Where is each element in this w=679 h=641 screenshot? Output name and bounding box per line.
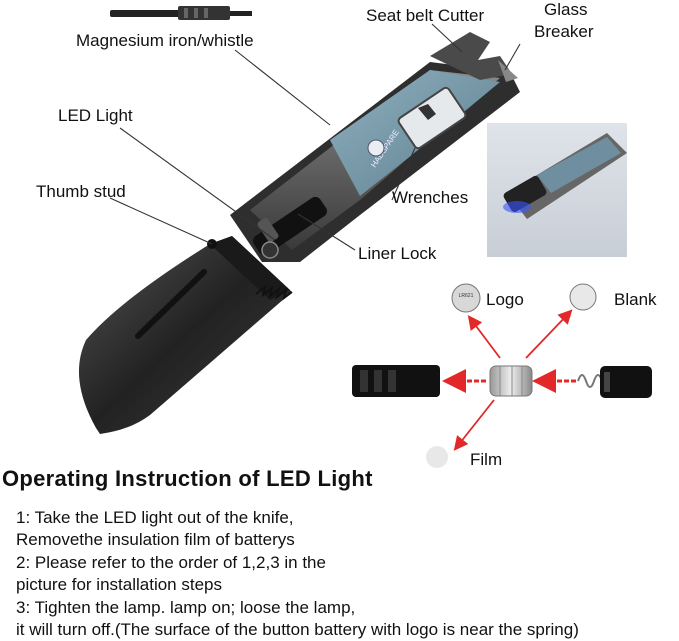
label-logo: Logo	[486, 290, 524, 309]
instruction-line: it will turn off.(The surface of the but…	[16, 620, 579, 640]
instruction-heading: Operating Instruction of LED Light	[2, 466, 373, 491]
insulation-film	[426, 446, 448, 468]
led-photo-illustration	[503, 133, 627, 219]
label-liner-lock: Liner Lock	[358, 244, 437, 263]
spring	[577, 374, 603, 388]
instruction-line: 1: Take the LED light out of the knife,	[16, 508, 294, 527]
label-magnesium-whistle: Magnesium iron/whistle	[76, 31, 254, 50]
label-blank: Blank	[614, 290, 657, 309]
knife-blade	[78, 236, 293, 434]
instruction-line: Removethe insulation film of batterys	[16, 530, 295, 550]
instruction-list: 1: Take the LED light out of the knife, …	[16, 507, 579, 641]
label-glass-line1: Glass	[544, 0, 588, 19]
battery-assembly-diagram: LR621	[352, 283, 652, 468]
instruction-line: 2: Please refer to the order of 1,2,3 in…	[16, 552, 326, 572]
label-glass-line2: Breaker	[534, 22, 594, 41]
knife-illustration: HADSPARE	[78, 6, 652, 468]
led-photo-inset	[487, 123, 627, 257]
battery-logo-text: LR621	[459, 293, 474, 299]
instruction-line: 3: Tighten the lamp. lamp on; loose the …	[16, 597, 356, 617]
label-wrenches: Wrenches	[392, 188, 469, 207]
label-film: Film	[470, 450, 503, 469]
label-led-light: LED Light	[58, 106, 133, 125]
callout-lines	[109, 23, 521, 251]
battery-logo-face: LR621	[451, 283, 481, 313]
instruction-line: picture for installation steps	[16, 575, 222, 595]
label-thumb-stud: Thumb stud	[36, 182, 126, 201]
led-light-barrel	[253, 196, 327, 259]
battery-stack	[489, 365, 533, 397]
end-cap	[600, 366, 652, 398]
magnesium-rod	[110, 6, 252, 20]
battery-blank-face	[569, 283, 597, 311]
knife-handle: HADSPARE	[230, 32, 520, 262]
label-seat-belt-cutter: Seat belt Cutter	[366, 6, 485, 25]
